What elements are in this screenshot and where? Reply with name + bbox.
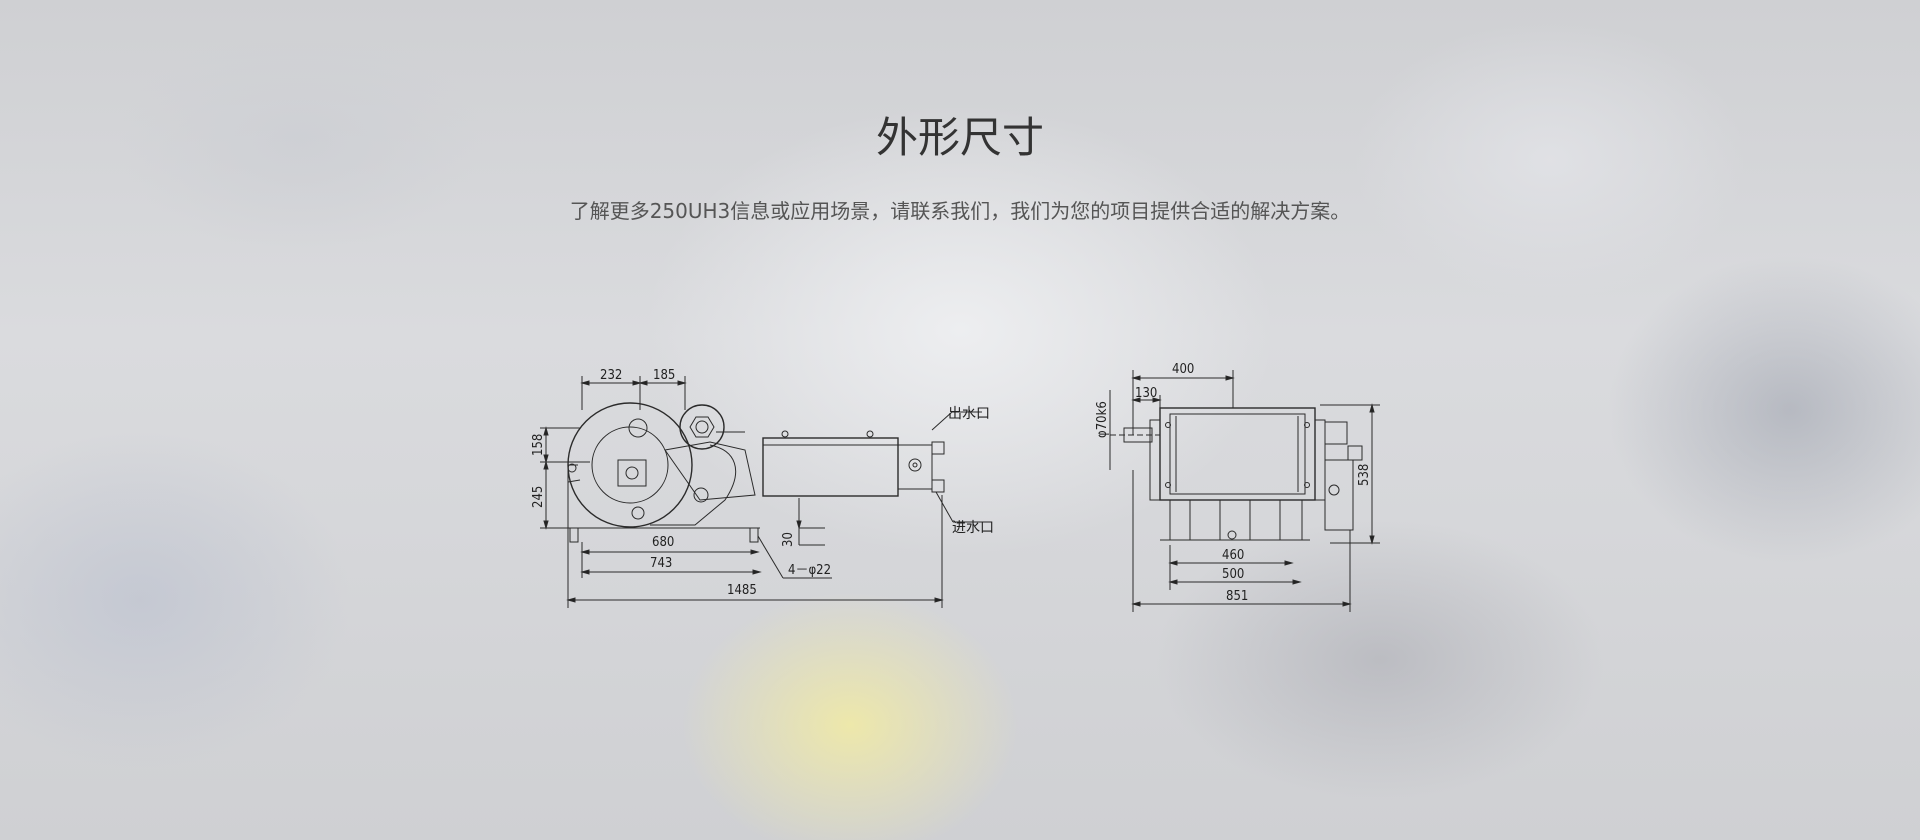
dim-851: 851 [1226, 589, 1248, 604]
dim-holes: 4－φ22 [788, 563, 831, 578]
dim-232: 232 [600, 368, 622, 383]
section-subtitle: 了解更多250UH3信息或应用场景，请联系我们，我们为您的项目提供合适的解决方案… [569, 199, 1351, 223]
dim-30: 30 [781, 532, 796, 547]
dim-185: 185 [653, 368, 675, 383]
dim-400: 400 [1172, 362, 1194, 377]
section-title: 外形尺寸 [875, 113, 1044, 162]
dim-1485: 1485 [727, 583, 757, 598]
front-view-drawing [1109, 370, 1380, 612]
dim-158: 158 [531, 434, 546, 456]
dim-743: 743 [650, 556, 672, 571]
dim-460: 460 [1222, 548, 1244, 563]
dim-130: 130 [1135, 386, 1157, 401]
side-view-drawing [540, 376, 987, 608]
dim-shaft-dia: φ70k6 [1095, 401, 1110, 438]
dim-245: 245 [531, 486, 546, 508]
dim-538: 538 [1357, 464, 1372, 486]
inlet-label: 进水口 [952, 520, 994, 536]
outlet-label: 出水口 [948, 406, 990, 422]
dim-680: 680 [652, 535, 674, 550]
dimension-drawing: 232 185 158 245 680 743 1485 30 4－φ22 出水… [531, 362, 1380, 612]
dim-500: 500 [1222, 567, 1244, 582]
